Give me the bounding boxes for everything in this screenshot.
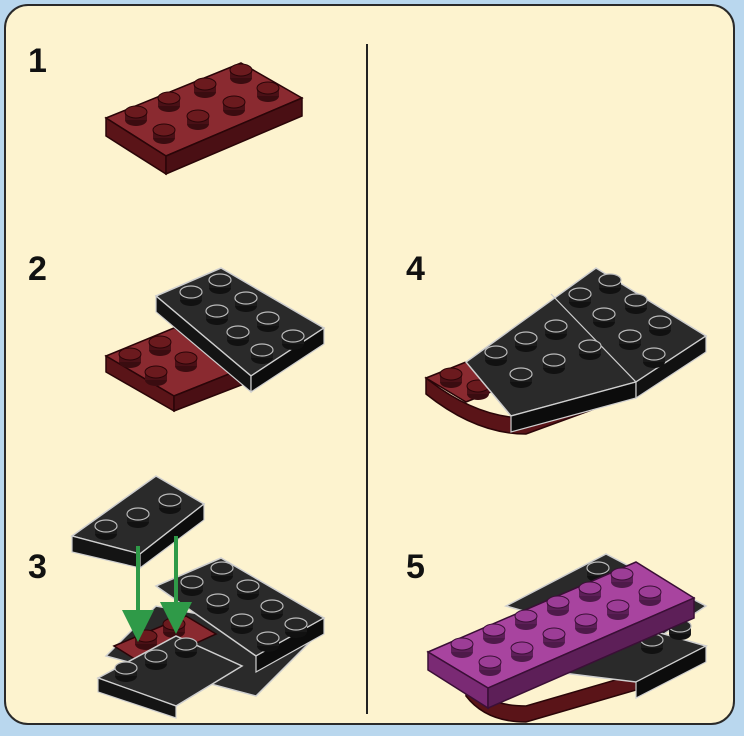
- step-5-assembly: [428, 554, 706, 722]
- step-3-assembly: [72, 476, 324, 718]
- step-2-assembly: [106, 268, 324, 411]
- build-illustrations: [6, 6, 735, 725]
- step-1-red-plate: [106, 63, 302, 174]
- step-4-assembly: [426, 268, 706, 434]
- instruction-panel: 1 2 3 4 5: [4, 4, 735, 725]
